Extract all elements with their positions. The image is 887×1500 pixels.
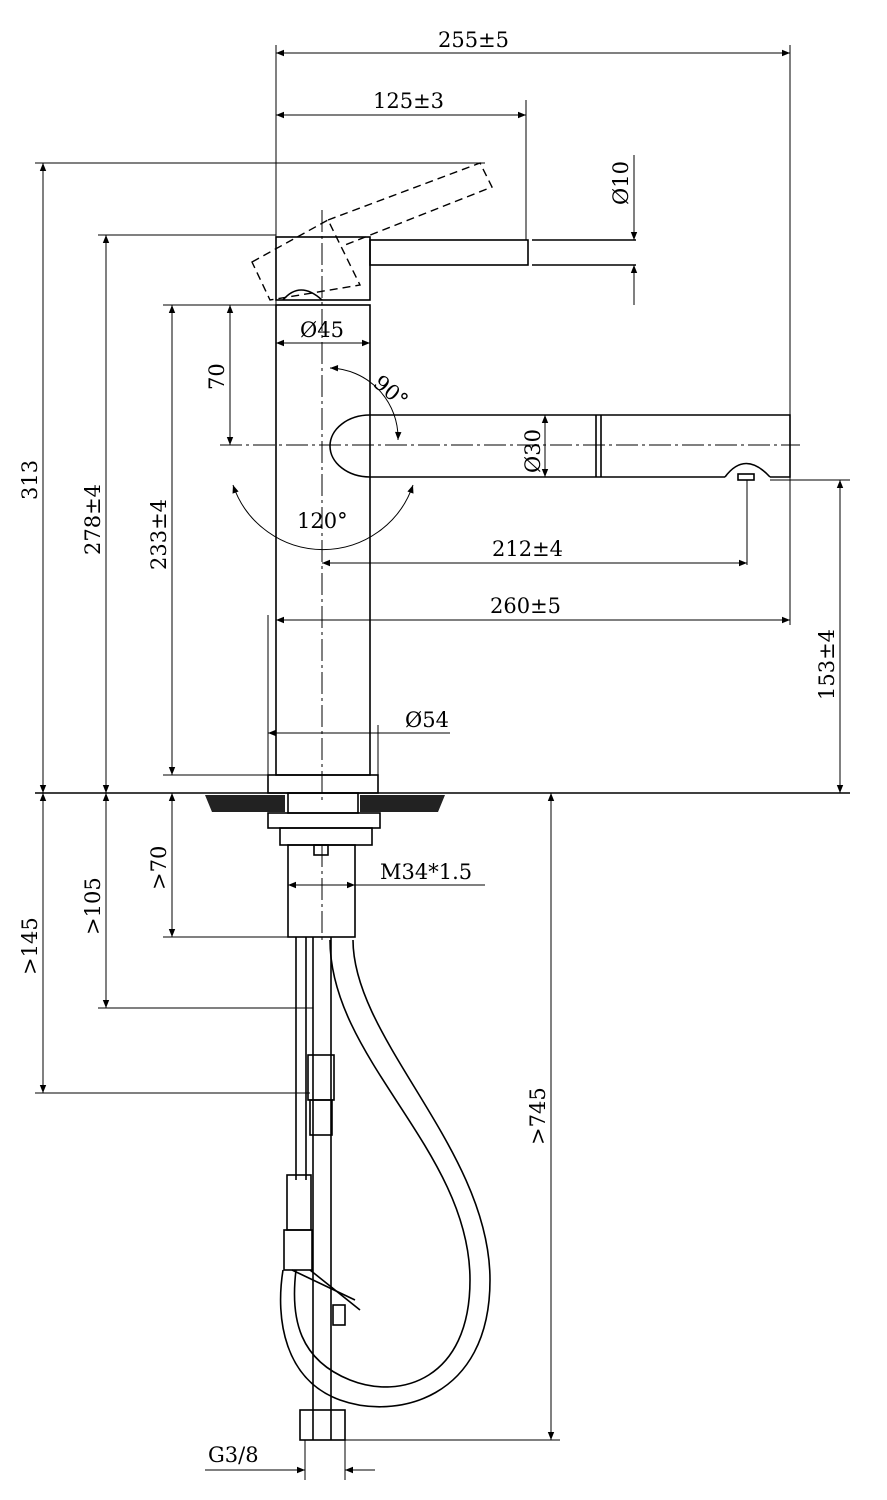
- dim-thread: M34*1.5: [380, 860, 472, 884]
- dim-handle-angle: 90°: [369, 370, 413, 412]
- faucet-body: [220, 162, 800, 800]
- dim-swivel-angle: 120°: [297, 509, 348, 533]
- dim-total-height: 313: [18, 460, 42, 500]
- dim-mount-min: >105: [81, 877, 105, 935]
- dim-overall-reach: 255±5: [438, 28, 509, 52]
- dim-body-dia: Ø45: [300, 318, 344, 342]
- dim-base-dia: Ø54: [405, 708, 449, 732]
- countertop-section: [205, 795, 445, 812]
- mounting-assembly: [267, 792, 491, 1441]
- dim-shank-min: >70: [147, 846, 171, 890]
- dim-spout-reach: 260±5: [490, 594, 561, 618]
- dim-lever-dia: Ø10: [609, 161, 633, 205]
- dim-aerator-reach: 212±4: [492, 537, 563, 561]
- dim-connection: G3/8: [208, 1443, 259, 1467]
- dim-handle-reach: 125±3: [373, 89, 444, 113]
- dim-spout-offset: 70: [205, 363, 229, 390]
- dim-spout-height: 233±4: [147, 499, 171, 570]
- dim-spout-dia: Ø30: [521, 429, 545, 473]
- dim-hose-length: >745: [526, 1087, 550, 1145]
- dim-outlet-height: 153±4: [815, 629, 839, 700]
- dimension-lines: [35, 45, 850, 1480]
- dim-body-height: 278±4: [81, 484, 105, 555]
- dim-clearance-min: >145: [18, 917, 42, 975]
